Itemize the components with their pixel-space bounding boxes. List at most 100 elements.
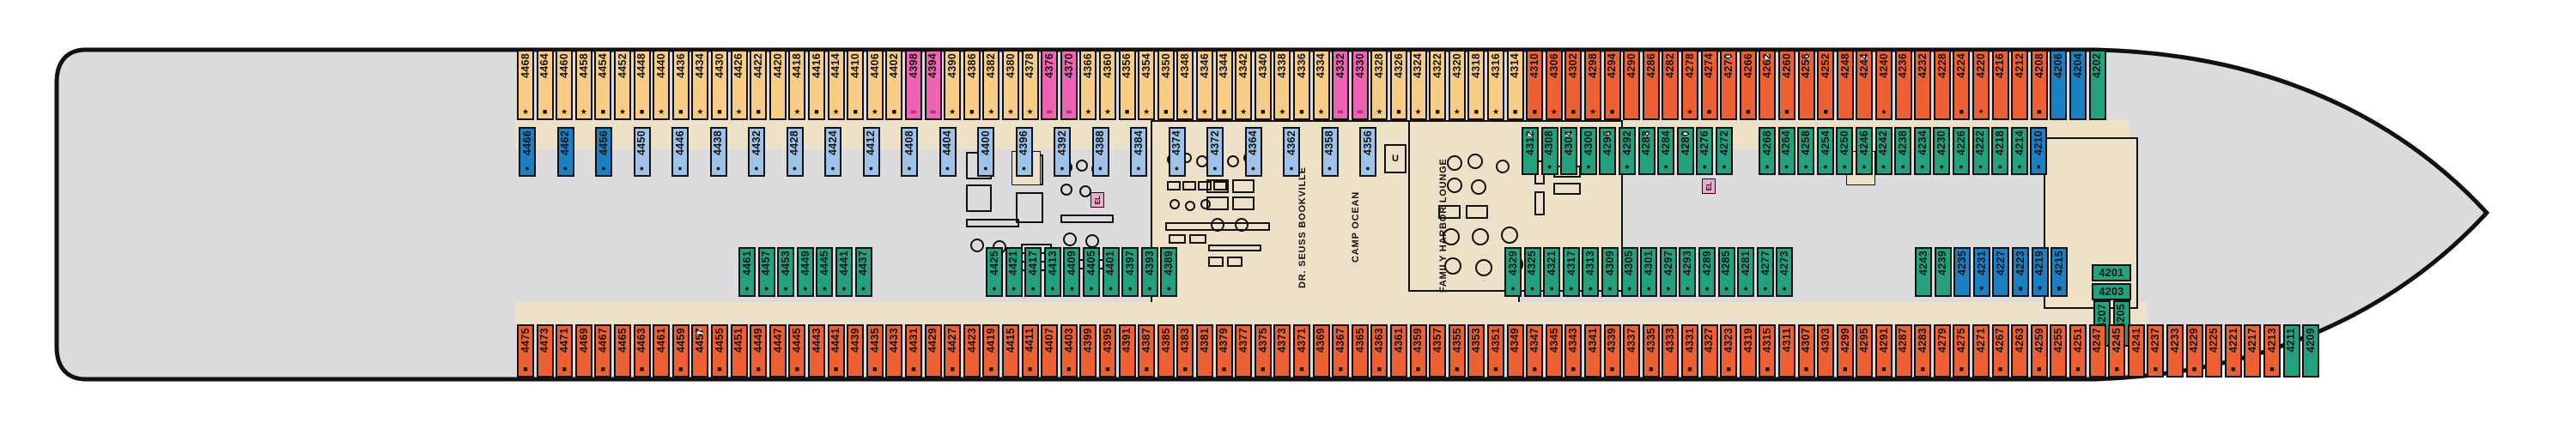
cabin-4373[interactable]: 4373 [1273, 324, 1291, 378]
cabin-4244[interactable]: 4244 [1856, 50, 1874, 120]
cabin-4385[interactable]: 4385 [1157, 324, 1175, 378]
cabin-4430[interactable]: 4430■ [711, 50, 728, 120]
cabin-4246[interactable]: 4246● [1856, 127, 1873, 175]
cabin-4365[interactable]: 4365 [1351, 324, 1369, 378]
cabin-4389[interactable]: 4389● [1160, 247, 1178, 297]
cabin-4203[interactable]: 4203 [2092, 283, 2131, 300]
cabin-4455[interactable]: 4455■ [711, 324, 728, 378]
cabin-4354[interactable]: 4354★ [1138, 50, 1156, 120]
cabin-4383[interactable]: 4383■ [1176, 324, 1194, 378]
cabin-4401[interactable]: 4401● [1102, 247, 1120, 297]
cabin-4316[interactable]: 4316★ [1487, 50, 1504, 120]
cabin-4378[interactable]: 4378★ [1021, 50, 1039, 120]
cabin-4247[interactable]: 4247 [2088, 324, 2106, 378]
cabin-4321[interactable]: 4321● [1543, 247, 1561, 297]
cabin-4340[interactable]: 4340■ [1254, 50, 1272, 120]
cabin-4363[interactable]: 4363■ [1370, 324, 1388, 378]
cabin-4314[interactable]: 4314■ [1506, 50, 1524, 120]
cabin-4304[interactable]: 4304 [1560, 127, 1578, 175]
cabin-4294[interactable]: 4294■ [1603, 50, 1621, 120]
cabin-4387[interactable]: 4387■ [1138, 324, 1156, 378]
cabin-4429[interactable]: 4429 [924, 324, 942, 378]
cabin-4360[interactable]: 4360★ [1099, 50, 1116, 120]
cabin-4400[interactable]: 4400● [977, 127, 994, 177]
cabin-4254[interactable]: 4254● [1816, 127, 1834, 175]
cabin-4283[interactable]: 4283■ [1914, 324, 1932, 378]
cabin-4361[interactable]: 4361 [1390, 324, 1407, 378]
cabin-4371[interactable]: 4371■ [1293, 324, 1310, 378]
cabin-4424[interactable]: 4424● [824, 127, 841, 177]
cabin-4475[interactable]: 4475■ [517, 324, 534, 378]
cabin-4449[interactable]: 4449■ [750, 324, 768, 378]
cabin-4367[interactable]: 4367■ [1332, 324, 1350, 378]
cabin-4241[interactable]: 4241 [2127, 324, 2145, 378]
cabin-4436[interactable]: 4436■ [671, 50, 690, 120]
cabin-4423[interactable]: 4423 [963, 324, 981, 378]
cabin-4212[interactable]: 4212 [2011, 50, 2029, 120]
cabin-4248[interactable]: 4248 [1836, 50, 1854, 120]
cabin-4380[interactable]: 4380★ [1002, 50, 1019, 120]
cabin-4218[interactable]: 4218● [1991, 127, 2009, 175]
cabin-4327[interactable]: 4327 [1700, 324, 1718, 378]
cabin-4450[interactable]: 4450● [633, 127, 651, 177]
cabin-4232[interactable]: 4232 [1914, 50, 1932, 120]
cabin-4346[interactable]: 4346★ [1196, 50, 1213, 120]
cabin-4462[interactable]: 4462● [556, 127, 574, 177]
cabin-4311[interactable]: 4311 [1778, 324, 1795, 378]
cabin-4428[interactable]: 4428● [786, 127, 804, 177]
cabin-4328[interactable]: 4328★ [1370, 50, 1388, 120]
cabin-4336[interactable]: 4336■ [1293, 50, 1310, 120]
cabin-4305[interactable]: 4305● [1620, 247, 1638, 297]
cabin-4343[interactable]: 4343■ [1564, 324, 1583, 378]
cabin-4454[interactable]: 4454■ [594, 50, 612, 120]
cabin-4461[interactable]: 4461● [738, 247, 756, 297]
cabin-4288[interactable]: 4288 [1637, 127, 1656, 175]
cabin-4204[interactable]: 4204 [2069, 50, 2087, 120]
cabin-4441[interactable]: 4441● [835, 247, 853, 297]
cabin-4440[interactable]: 4440★ [653, 50, 671, 120]
cabin-4220[interactable]: 4220✦ [1972, 50, 1990, 120]
cabin-4351[interactable]: 4351■ [1487, 324, 1504, 378]
cabin-4434[interactable]: 4434★ [691, 50, 709, 120]
cabin-4234[interactable]: 4234● [1913, 127, 1931, 175]
cabin-4320[interactable]: 4320★ [1448, 50, 1466, 120]
cabin-4291[interactable]: 4291■ [1875, 324, 1893, 378]
cabin-4471[interactable]: 4471■ [556, 324, 574, 378]
cabin-4210[interactable]: 4210● [2030, 127, 2048, 175]
cabin-4446[interactable]: 4446● [671, 127, 689, 177]
cabin-4348[interactable]: 4348★ [1176, 50, 1194, 120]
cabin-4267[interactable]: 4267■ [1991, 324, 2009, 378]
cabin-4229[interactable]: 4229■ [2185, 324, 2203, 378]
cabin-4376[interactable]: 4376∞ [1041, 50, 1059, 120]
cabin-4315[interactable]: 4315■ [1759, 324, 1777, 378]
cabin-4403[interactable]: 4403■ [1060, 324, 1078, 378]
cabin-4233[interactable]: 4233 [2166, 324, 2184, 378]
cabin-4350[interactable]: 4350■ [1157, 50, 1175, 120]
cabin-4359[interactable]: 4359■ [1409, 324, 1427, 378]
cabin-4453[interactable]: 4453● [777, 247, 795, 297]
cabin-4255[interactable]: 4255 [2050, 324, 2068, 378]
cabin-4262[interactable]: 4262 [1759, 50, 1777, 120]
cabin-4325[interactable]: 4325● [1523, 247, 1541, 297]
cabin-4277[interactable]: 4277● [1756, 247, 1774, 297]
cabin-4463[interactable]: 4463■ [633, 324, 651, 378]
cabin-4435[interactable]: 4435■ [866, 324, 884, 378]
cabin-4226[interactable]: 4226● [1953, 127, 1970, 175]
cabin-4337[interactable]: 4337 [1623, 324, 1641, 378]
cabin-4431[interactable]: 4431■ [905, 324, 922, 378]
cabin-4374[interactable]: 4374● [1168, 127, 1186, 177]
cabin-4382[interactable]: 4382★ [982, 50, 1000, 120]
cabin-4284[interactable]: 4284● [1657, 127, 1675, 175]
cabin-4416[interactable]: 4416■ [808, 50, 825, 120]
cabin-4285[interactable]: 4285● [1717, 247, 1735, 297]
cabin-4250[interactable]: 4250● [1836, 127, 1854, 175]
cabin-4417[interactable]: 4417● [1024, 247, 1042, 297]
cabin-4393[interactable]: 4393● [1140, 247, 1158, 297]
cabin-4271[interactable]: 4271 [1972, 324, 1990, 378]
cabin-4452[interactable]: 4452★ [614, 50, 631, 120]
cabin-4266[interactable]: 4266■ [1739, 50, 1757, 120]
cabin-4370[interactable]: 4370∞ [1060, 50, 1078, 120]
cabin-4426[interactable]: 4426★ [730, 50, 748, 120]
cabin-4243[interactable]: 4243 [1915, 247, 1932, 297]
cabin-4461[interactable]: 4461 [653, 324, 671, 378]
